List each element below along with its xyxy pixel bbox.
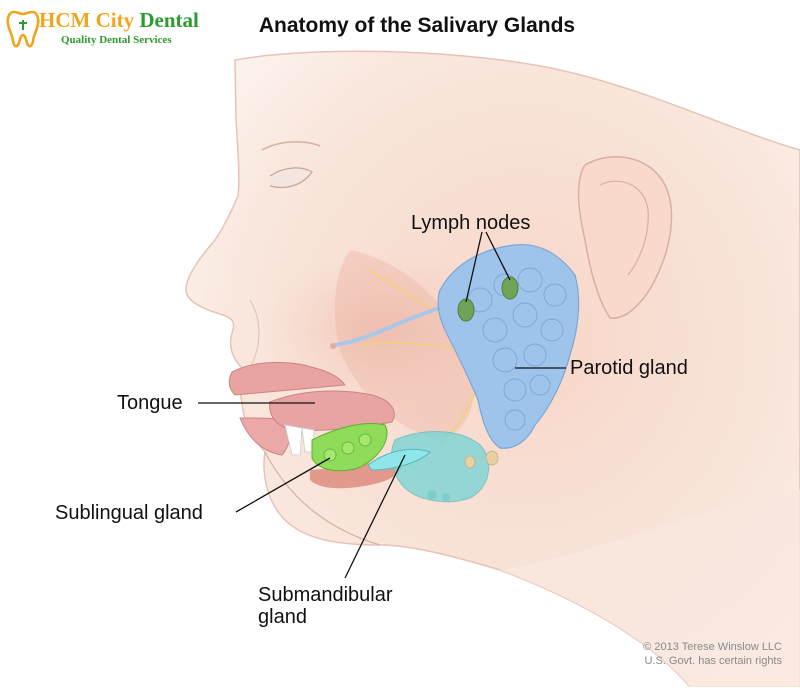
- ear-inner: [599, 180, 649, 276]
- diagram-title: Anatomy of the Salivary Glands: [258, 14, 576, 37]
- submandibular-duct: [367, 448, 431, 471]
- nasolabial-line: [249, 299, 260, 369]
- brand-tagline: Quality Dental Services: [61, 34, 172, 46]
- copyright-notice: © 2013 Terese Winslow LLC U.S. Govt. has…: [643, 640, 782, 668]
- copyright-line2: U.S. Govt. has certain rights: [644, 655, 782, 667]
- copyright-line1: © 2013 Terese Winslow LLC: [643, 641, 782, 653]
- brand-logo: HCM City Dental Quality Dental Services: [6, 6, 206, 50]
- eye: [269, 167, 313, 189]
- leader-sublingual: [235, 457, 331, 513]
- label-submandibular-line1: Submandibular: [258, 584, 393, 606]
- lymph-node: [501, 276, 519, 300]
- label-submandibular-gland: Submandibular gland: [258, 584, 393, 628]
- brand-name-part2: Dental: [139, 8, 199, 32]
- duct-opening: [330, 343, 336, 349]
- parotid-duct: [334, 306, 441, 347]
- leader-submandibular: [344, 454, 406, 579]
- brand-name: HCM City Dental: [39, 8, 199, 33]
- gland-lobule: [427, 490, 437, 500]
- parotid-gland: [437, 243, 580, 449]
- lymph-node: [457, 298, 475, 322]
- label-submandibular-line2: gland: [258, 606, 307, 628]
- gland-lobule: [442, 493, 450, 501]
- gland-lobule: [358, 433, 372, 447]
- masseter: [334, 250, 474, 440]
- brand-name-part1: HCM City: [39, 8, 135, 32]
- leader-lymph-2: [485, 231, 511, 281]
- label-parotid-gland: Parotid gland: [570, 357, 688, 379]
- ear: [577, 156, 673, 319]
- gland-lobule: [341, 441, 355, 455]
- gland-lobule: [323, 448, 337, 462]
- label-sublingual-gland: Sublingual gland: [55, 502, 203, 524]
- jaw-contour: [264, 451, 381, 546]
- leader-lymph-1: [465, 231, 483, 303]
- tooth-icon: [6, 10, 40, 48]
- neck: [500, 490, 800, 687]
- parotid-lobules: [467, 267, 567, 431]
- lymph-node: [464, 455, 476, 469]
- tongue: [269, 390, 395, 432]
- lymph-node: [485, 450, 499, 466]
- brow: [261, 141, 321, 151]
- label-lymph-nodes: Lymph nodes: [411, 212, 531, 234]
- upper-lip: [228, 361, 346, 396]
- teeth: [284, 424, 303, 456]
- label-tongue: Tongue: [117, 392, 183, 414]
